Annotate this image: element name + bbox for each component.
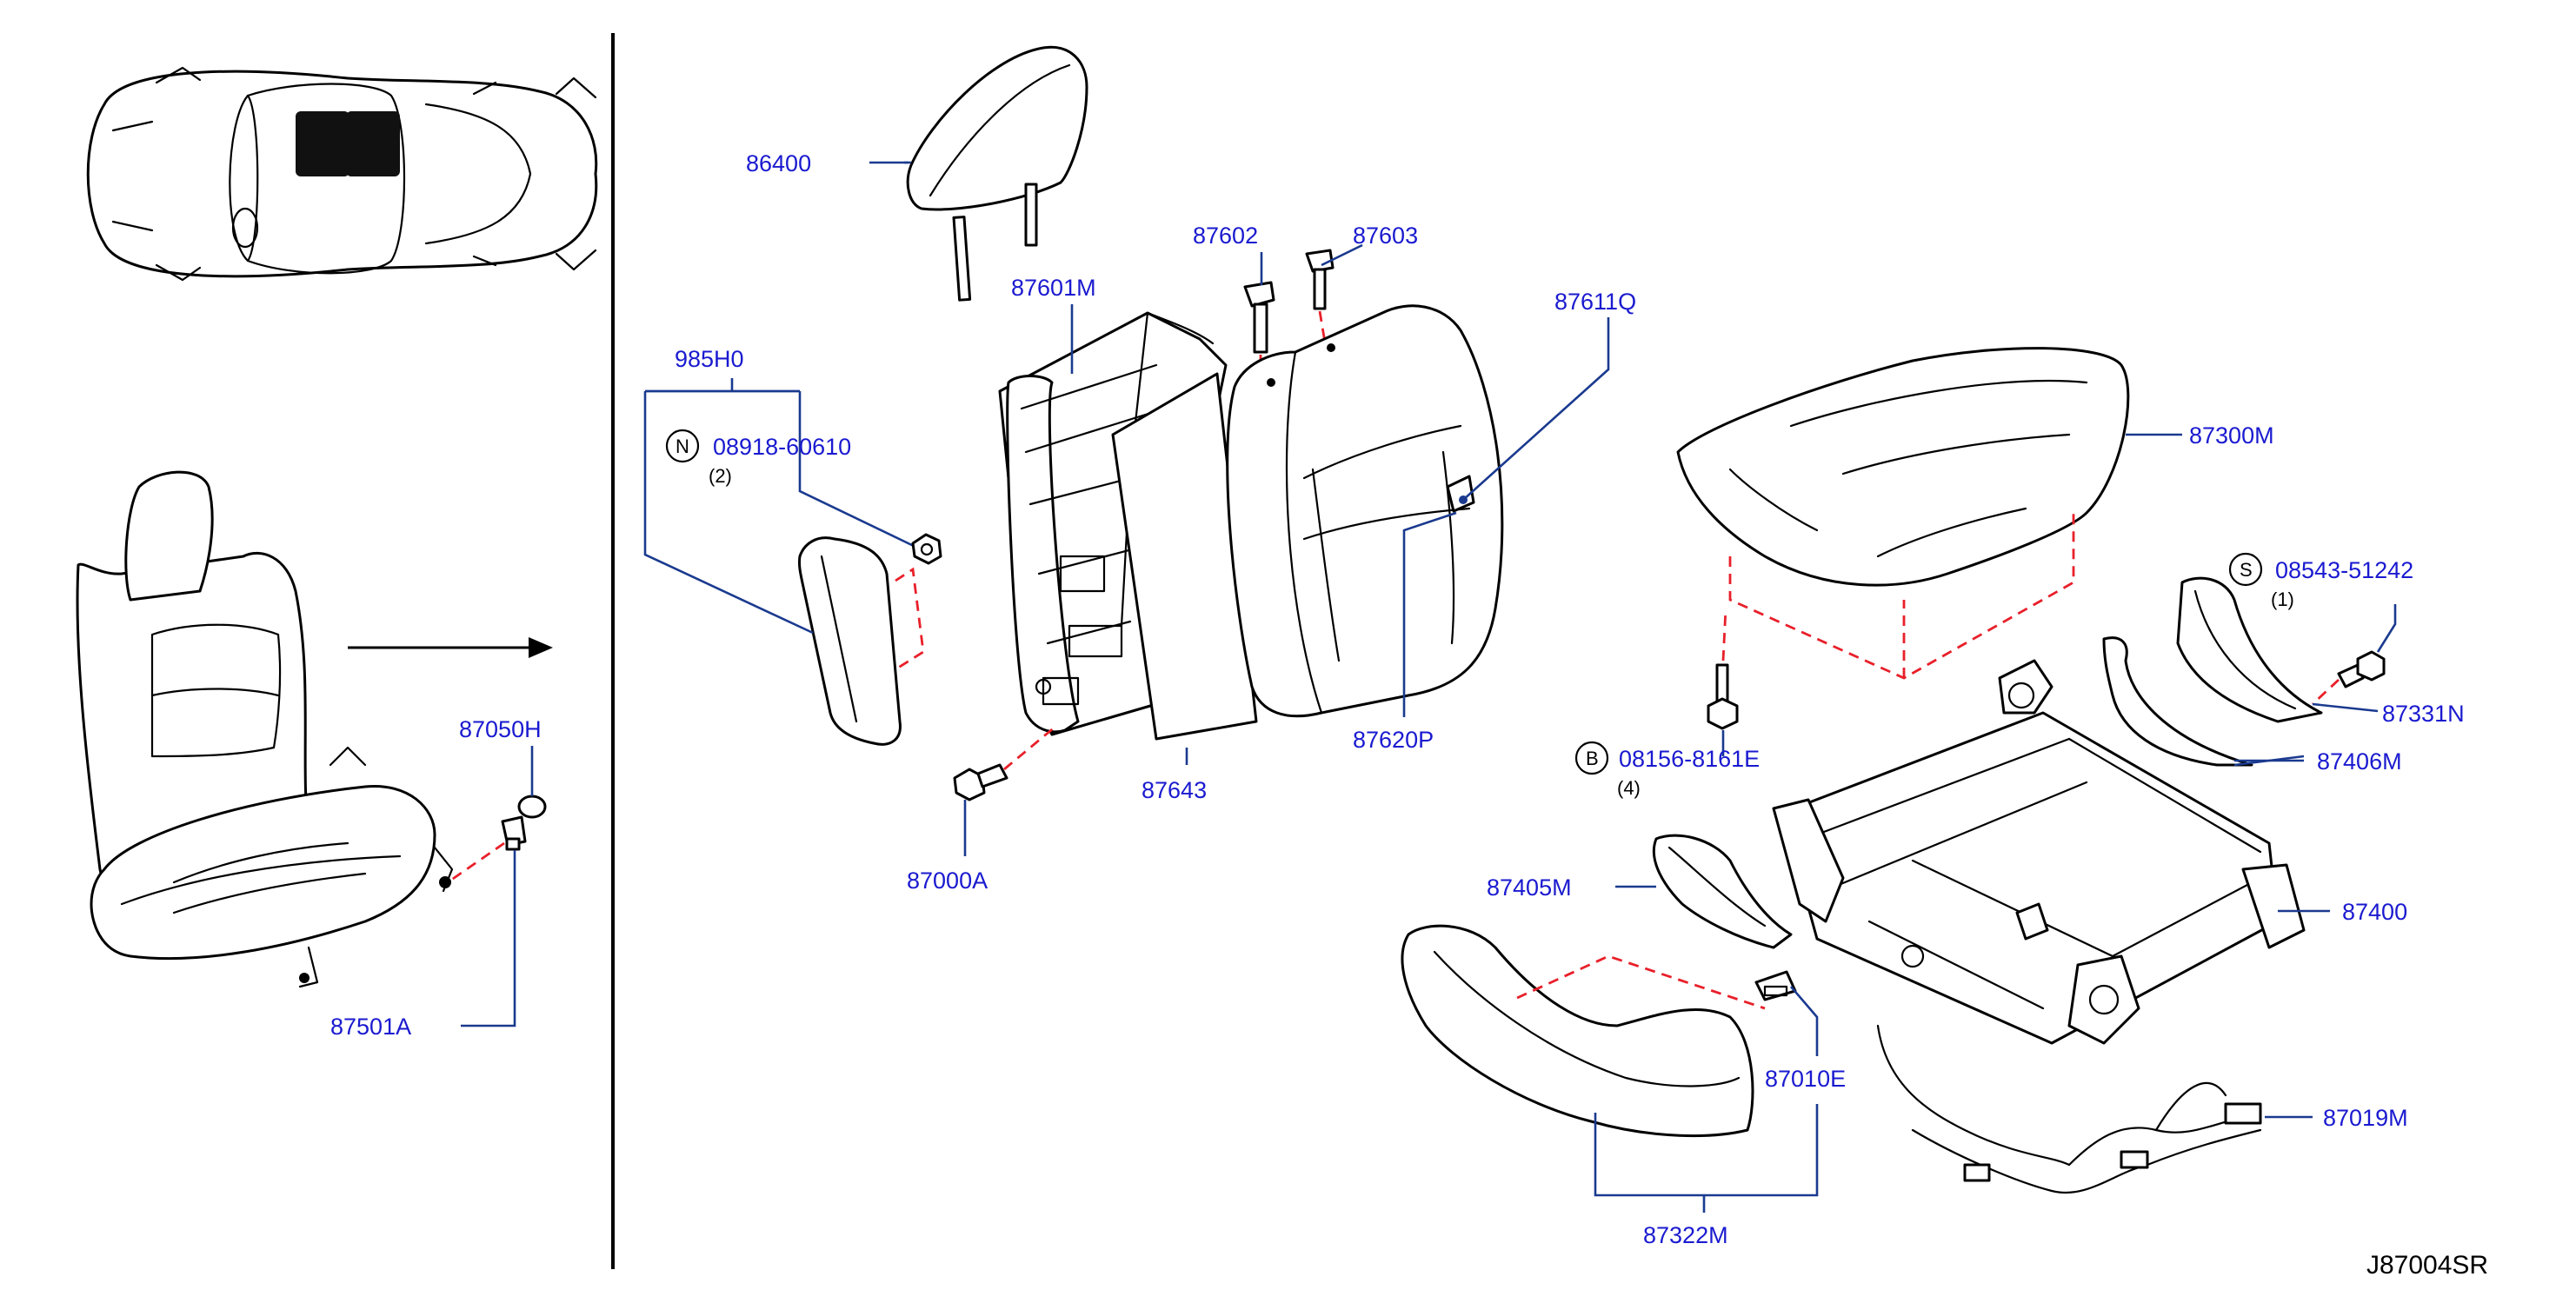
dash-87501a [447,841,505,884]
side-cover-87405m-shape [1652,834,1793,949]
leader-87331n [2312,702,2379,713]
label-87300m: 87300M [2189,422,2274,449]
qty-08156: (4) [1617,777,1641,799]
label-87405m: 87405M [1487,874,1572,901]
dash-airbag-nut [895,567,925,671]
label-87601m: 87601M [1011,275,1096,301]
label-87050h: 87050H [459,716,542,742]
connector-87010e-shape [1754,970,1797,1001]
label-87331n: 87331N [2382,701,2465,727]
label-86400: 86400 [746,150,811,176]
side-cover-87406m-shape [2102,576,2323,767]
symbol-n: N [676,436,689,457]
leader-87611q [1462,317,1610,501]
label-87010e: 87010E [1765,1066,1846,1092]
assembled-seat-view [76,470,454,988]
label-87019m: 87019M [2323,1105,2408,1131]
side-airbag-985h0-shape [798,536,902,746]
leader-08543 [2376,604,2397,653]
leader-87603 [1321,243,1363,267]
symbol-b-circle [1574,741,1609,775]
dash-87322m [1516,954,1766,1010]
leader-87501a [461,850,516,1027]
cushion-cover-87300m-shape [1676,347,2130,587]
label-87322m: 87322M [1643,1222,1728,1248]
leader-87010e [1790,986,1819,1056]
label-87400: 87400 [2342,899,2407,925]
label-87643: 87643 [1142,777,1207,803]
bolt-08156-8161e-shape [1707,663,1739,730]
dash-87000a [1003,724,1057,771]
leader-08918 [798,391,918,549]
label-08918-60610: 08918-60610 [713,434,851,460]
seatback-cover-87620p-shape [1226,304,1504,718]
symbol-b: B [1586,748,1599,769]
bolt-87000a-shape [953,763,1008,801]
screw-08543-51242-shape [2337,650,2386,688]
label-87620p: 87620P [1353,727,1434,753]
symbol-s-circle [2228,552,2263,587]
label-87000a: 87000A [907,868,988,894]
seat-frame-87400-shape [1772,659,2306,1045]
leader-985h0 [643,469,814,635]
label-985h0: 985H0 [675,346,744,372]
car-top-view [86,66,598,282]
label-08156-8161e: 08156-8161E [1619,746,1760,772]
label-87501a: 87501A [330,1014,411,1040]
pin-87602-shape [1243,281,1275,354]
diagram-code: J87004SR [2366,1251,2488,1280]
cap-87050h-shape [517,795,547,819]
label-87603: 87603 [1353,223,1418,249]
direction-arrow [348,637,553,658]
pad-87643-shape [1111,372,1258,741]
label-87611q: 87611Q [1554,289,1636,315]
nut-08918-60610-shape [911,533,942,565]
bolt-87501a-shape [501,815,527,851]
leader-87620p [1402,511,1457,717]
cushion-side-87322m-shape [1401,924,1754,1138]
label-87406m: 87406M [2317,748,2402,775]
qty-08543: (1) [2271,588,2294,610]
qty-08918: (2) [709,465,732,487]
label-08543-51242: 08543-51242 [2275,557,2413,583]
symbol-n-circle [665,429,700,463]
headrest-86400-shape [906,45,1088,302]
pin-87603-shape [1305,249,1335,310]
label-87602: 87602 [1193,223,1258,249]
wiring-harness-87019m-shape [1876,1024,2262,1194]
symbol-s: S [2240,559,2253,581]
bracket-87322m [1594,1104,1819,1197]
